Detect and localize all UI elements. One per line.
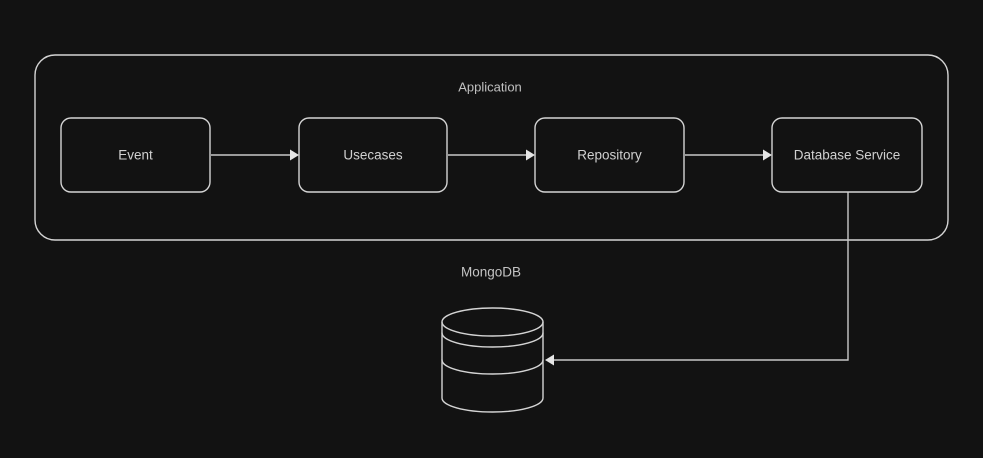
edge-repository-to-database-service[interactable] (685, 149, 772, 161)
arrow-head-icon (290, 149, 299, 161)
node-label-repository: Repository (577, 148, 642, 163)
arrow-head-icon (526, 149, 535, 161)
node-usecases[interactable]: Usecases (298, 117, 448, 193)
edge-database-service-to-mongodb[interactable] (545, 192, 849, 366)
datastore-mongodb[interactable]: MongoDB (441, 265, 544, 413)
edge-event-to-usecases[interactable] (211, 149, 299, 161)
cylinder-band-arc-1 (441, 332, 544, 348)
node-label-database-service: Database Service (794, 148, 901, 163)
node-database-service[interactable]: Database Service (771, 117, 923, 193)
node-label-usecases: Usecases (343, 148, 403, 163)
node-box (534, 117, 685, 193)
cylinder-body (441, 321, 544, 413)
edge-usecases-to-repository[interactable] (448, 149, 535, 161)
arrow-head-icon (763, 149, 772, 161)
node-label-event: Event (118, 148, 153, 163)
cylinder-top-ellipse (441, 307, 544, 337)
application-group[interactable]: Application (34, 54, 949, 241)
node-box (60, 117, 211, 193)
datastore-label-mongodb: MongoDB (461, 265, 521, 280)
node-event[interactable]: Event (60, 117, 211, 193)
application-group-label: Application (458, 79, 522, 94)
edge-line (554, 192, 849, 361)
application-group-border (34, 54, 949, 241)
cylinder-band-arc-2 (441, 359, 544, 375)
node-repository[interactable]: Repository (534, 117, 685, 193)
arrow-head-icon (545, 354, 554, 366)
node-box (771, 117, 923, 193)
node-box (298, 117, 448, 193)
